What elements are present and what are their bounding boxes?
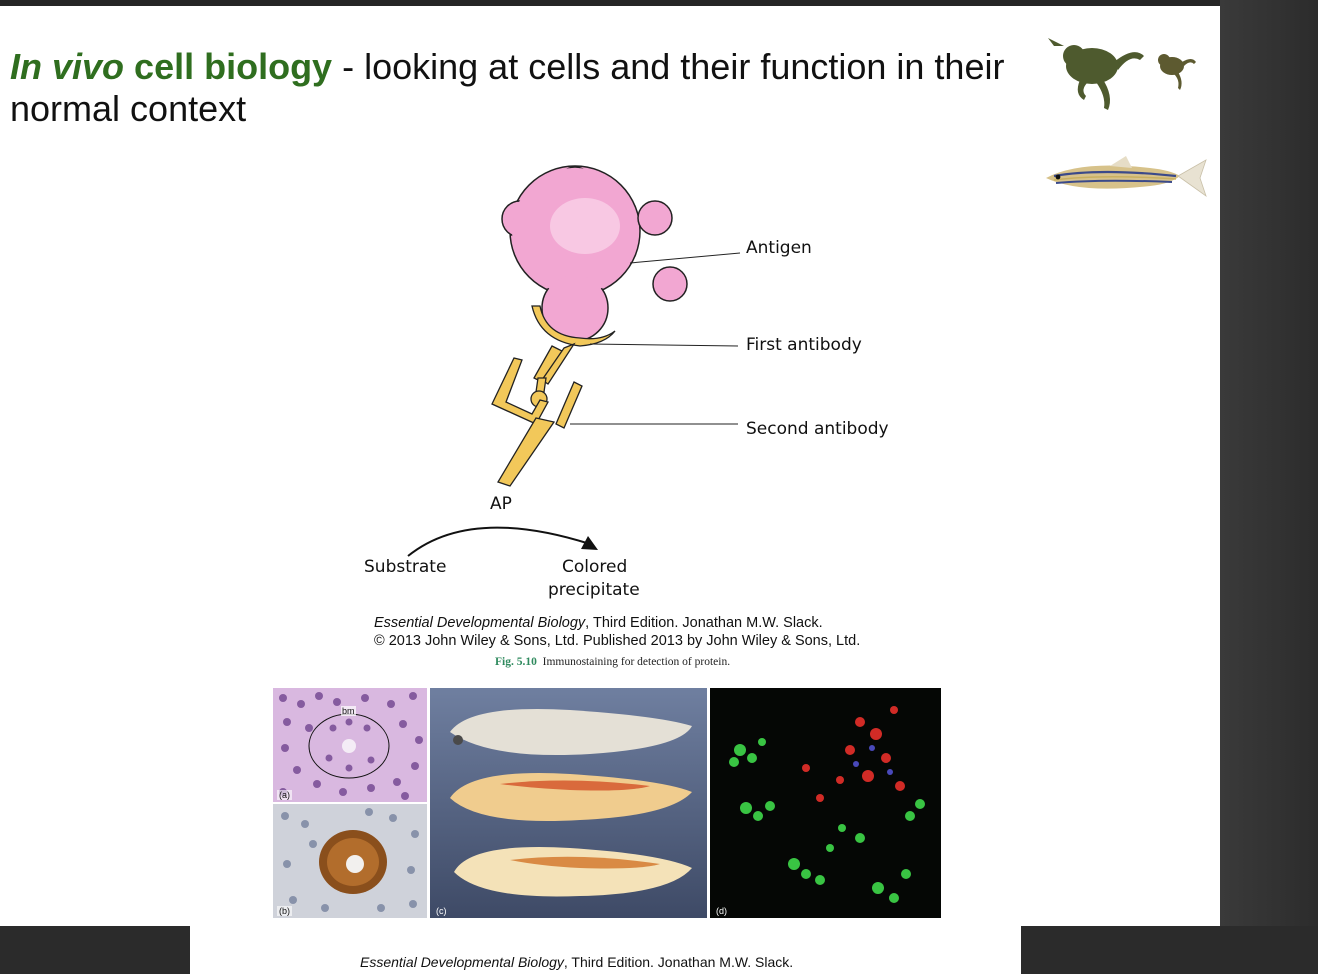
panel-d-fluorescence: (d) bbox=[710, 688, 941, 918]
title-emphasis: cell biology bbox=[134, 46, 333, 87]
zebrafish-image bbox=[1046, 156, 1207, 198]
citation-rest: , Third Edition. Jonathan M.W. Slack. bbox=[585, 615, 823, 631]
panel-d-tag: (d) bbox=[716, 906, 727, 916]
second-antibody-label: Second antibody bbox=[746, 419, 889, 439]
substrate-label: Substrate bbox=[364, 557, 447, 577]
next-slide-citation: Essential Developmental Biology, Third E… bbox=[360, 954, 793, 970]
panel-a-bm-label: bm bbox=[341, 706, 356, 716]
right-side-panel bbox=[1220, 0, 1318, 974]
immunostaining-diagram: Antigen First antibody Second antibody A… bbox=[340, 156, 940, 606]
figure-caption-text: Immunostaining for detection of protein. bbox=[542, 656, 731, 668]
stain-image bbox=[273, 804, 427, 918]
first-antibody-shape bbox=[530, 305, 616, 408]
panel-a-tag: (a) bbox=[277, 790, 292, 800]
window-top-bar bbox=[0, 0, 1318, 6]
figure-number: Fig. 5.10 bbox=[495, 656, 537, 668]
ap-label: AP bbox=[490, 494, 512, 514]
citation-book: Essential Developmental Biology bbox=[374, 615, 586, 631]
antibody-schematic bbox=[407, 165, 741, 557]
second-antibody-shape bbox=[491, 357, 583, 487]
slide-title: In vivo cell biology - looking at cells … bbox=[10, 46, 1010, 130]
antigen-shape bbox=[501, 165, 688, 342]
panel-b-tag: (b) bbox=[277, 906, 292, 916]
panel-b-stain: (b) bbox=[273, 804, 427, 918]
slide: In vivo cell biology - looking at cells … bbox=[0, 6, 1220, 926]
panel-c-embryos: (c) bbox=[430, 688, 707, 918]
title-emphasis-italic: In vivo bbox=[10, 46, 125, 87]
title-rest: - looking at cells and their function in… bbox=[10, 46, 1005, 129]
embryos-image bbox=[430, 688, 707, 918]
fluorescence-image bbox=[710, 688, 941, 918]
colored-label: Colored bbox=[562, 557, 628, 577]
citation: Essential Developmental Biology, Third E… bbox=[374, 614, 860, 650]
citation-line-1: Essential Developmental Biology, Third E… bbox=[374, 614, 860, 632]
first-antibody-label: First antibody bbox=[746, 335, 862, 355]
antigen-label: Antigen bbox=[746, 238, 812, 258]
next-slide-rest: , Third Edition. Jonathan M.W. Slack. bbox=[563, 954, 794, 970]
panel-a-histology: bm (a) bbox=[273, 688, 427, 802]
citation-line-2: © 2013 John Wiley & Sons, Ltd. Published… bbox=[374, 633, 861, 649]
next-slide-preview[interactable]: Essential Developmental Biology, Third E… bbox=[190, 926, 1021, 974]
figure-caption: Fig. 5.10 Immunostaining for detection o… bbox=[495, 656, 730, 668]
precipitate-label: precipitate bbox=[548, 580, 640, 600]
next-slide-book: Essential Developmental Biology bbox=[360, 954, 564, 970]
frog-image bbox=[1048, 38, 1196, 110]
panel-c-tag: (c) bbox=[436, 906, 447, 916]
